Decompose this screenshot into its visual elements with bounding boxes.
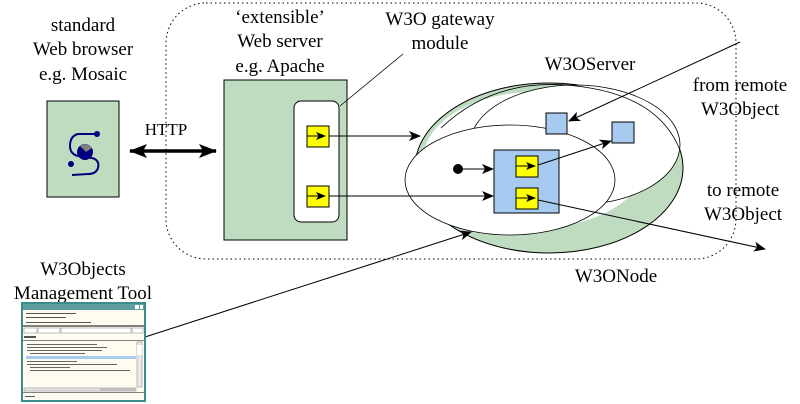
web-server-label-2: Web server <box>237 31 323 52</box>
w3oserver-label: W3OServer <box>545 54 636 75</box>
web-server-label-1: ‘extensible’ <box>235 7 325 28</box>
gateway-module-label-1: W3O gateway <box>385 9 495 30</box>
management-tool-window-thumbnail[interactable] <box>21 302 146 402</box>
web-server-label-3: e.g. Apache <box>235 56 324 77</box>
w3oserver-inner-contour <box>440 84 681 151</box>
from-remote-label-2: W3Object <box>701 99 780 120</box>
from-remote-label-1: from remote <box>693 75 787 96</box>
to-remote-arrow <box>537 199 766 252</box>
mgmt-tool-label-2: Management Tool <box>14 283 152 304</box>
to-remote-label-1: to remote <box>707 180 779 201</box>
gateway-module-label-2: module <box>412 33 469 54</box>
from-remote-arrow <box>568 41 741 122</box>
http-label: HTTP <box>145 120 188 139</box>
w3onode-boundary <box>165 2 737 260</box>
mgmt-tool-label-1: W3Objects <box>40 259 125 280</box>
browser-label-1: standard <box>51 15 116 36</box>
mosaic-globe-icon <box>68 131 100 176</box>
object-to-remote-stub-arrow <box>537 139 612 166</box>
remote-stub-1 <box>545 112 568 135</box>
gateway-module-leader <box>339 53 404 107</box>
mgmt-tool-arrow <box>144 230 472 338</box>
to-remote-label-2: W3Object <box>704 204 783 225</box>
w3onode-label: W3ONode <box>575 266 657 287</box>
remote-stub-2 <box>611 121 635 144</box>
browser-label-2: Web browser <box>33 39 134 60</box>
browser-label-3: e.g. Mosaic <box>39 64 127 85</box>
